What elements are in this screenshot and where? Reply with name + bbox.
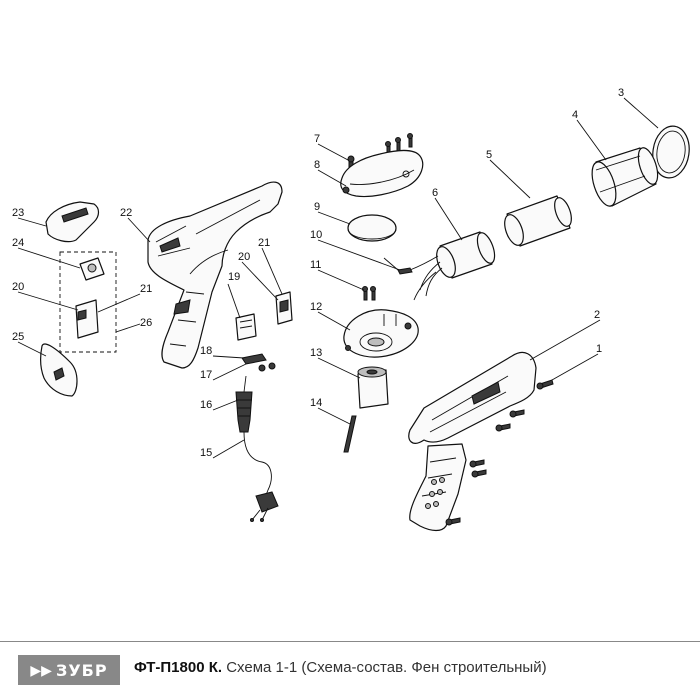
callout-11: 11 xyxy=(310,259,321,271)
part-8-cover xyxy=(340,149,424,198)
callout-4: 4 xyxy=(572,109,578,121)
callout-15: 15 xyxy=(200,447,212,459)
part-10-thermostat xyxy=(383,257,413,275)
callout-10: 10 xyxy=(310,229,322,241)
part-14-shaft xyxy=(343,415,357,453)
part-9-disc xyxy=(347,214,397,242)
footer: ▶▶ ЗУБР ФТ-П1800 К. Схема 1-1 (Схема-сос… xyxy=(0,641,700,697)
callout-25: 25 xyxy=(12,331,24,343)
part-24-knob xyxy=(79,257,105,281)
part-3-ring xyxy=(652,125,690,179)
callout-1: 1 xyxy=(596,343,602,355)
callout-9: 9 xyxy=(314,201,320,213)
part-11-screws xyxy=(362,286,376,301)
logo-arrow-icon: ▶▶ xyxy=(30,661,52,678)
model-name: ФТ-П1800 К. xyxy=(134,659,223,676)
document-title: ФТ-П1800 К. Схема 1-1 (Схема-состав. Фен… xyxy=(134,659,547,676)
part-13-motor xyxy=(357,366,389,409)
callout-21-right: 21 xyxy=(258,237,270,249)
callout-6: 6 xyxy=(432,187,438,199)
part-21-switch xyxy=(275,291,293,325)
callout-16: 16 xyxy=(200,399,212,411)
part-23-cap xyxy=(45,201,100,243)
leader-lines xyxy=(17,97,659,459)
part-26-switch-assembly-box xyxy=(59,251,117,353)
callout-12: 12 xyxy=(310,301,322,313)
callout-23: 23 xyxy=(12,207,24,219)
part-25-end-cap xyxy=(40,343,78,397)
callout-18: 18 xyxy=(200,345,212,357)
callout-22: 22 xyxy=(120,207,132,219)
part-6-heating-element xyxy=(409,231,496,301)
part-5-inner-tube xyxy=(504,195,572,247)
callout-3: 3 xyxy=(618,87,624,99)
callout-2: 2 xyxy=(594,309,600,321)
callout-20-right: 20 xyxy=(238,251,250,263)
callout-7: 7 xyxy=(314,133,320,145)
callout-8: 8 xyxy=(314,159,320,171)
part-15-cord-plug xyxy=(243,431,279,522)
brand-logo: ▶▶ ЗУБР xyxy=(18,655,120,685)
part-2-assembled-heat-gun xyxy=(408,351,537,532)
callout-labels: 1 2 3 4 5 6 7 8 9 10 11 12 13 14 15 16 1… xyxy=(12,87,624,459)
callout-17: 17 xyxy=(200,369,212,381)
callout-5: 5 xyxy=(486,149,492,161)
part-18-17-clamp xyxy=(241,353,276,372)
callout-26: 26 xyxy=(140,317,152,329)
callout-21-left: 21 xyxy=(140,283,152,295)
callout-19: 19 xyxy=(228,271,240,283)
part-20-left-button xyxy=(75,299,99,339)
part-19-terminal xyxy=(235,313,257,341)
part-1-screws xyxy=(445,379,554,526)
part-12-motor-housing xyxy=(343,309,419,358)
part-4-outer-tube xyxy=(591,147,659,207)
callout-24: 24 xyxy=(12,237,24,249)
footer-divider xyxy=(0,641,700,642)
diagram-subtitle: Схема 1-1 (Схема-состав. Фен строительны… xyxy=(226,659,547,676)
callout-13: 13 xyxy=(310,347,322,359)
part-16-strain-relief xyxy=(235,375,253,433)
part-22-left-housing xyxy=(147,181,283,369)
logo-text: ЗУБР xyxy=(55,660,108,680)
callout-14: 14 xyxy=(310,397,322,409)
callout-20-left: 20 xyxy=(12,281,24,293)
